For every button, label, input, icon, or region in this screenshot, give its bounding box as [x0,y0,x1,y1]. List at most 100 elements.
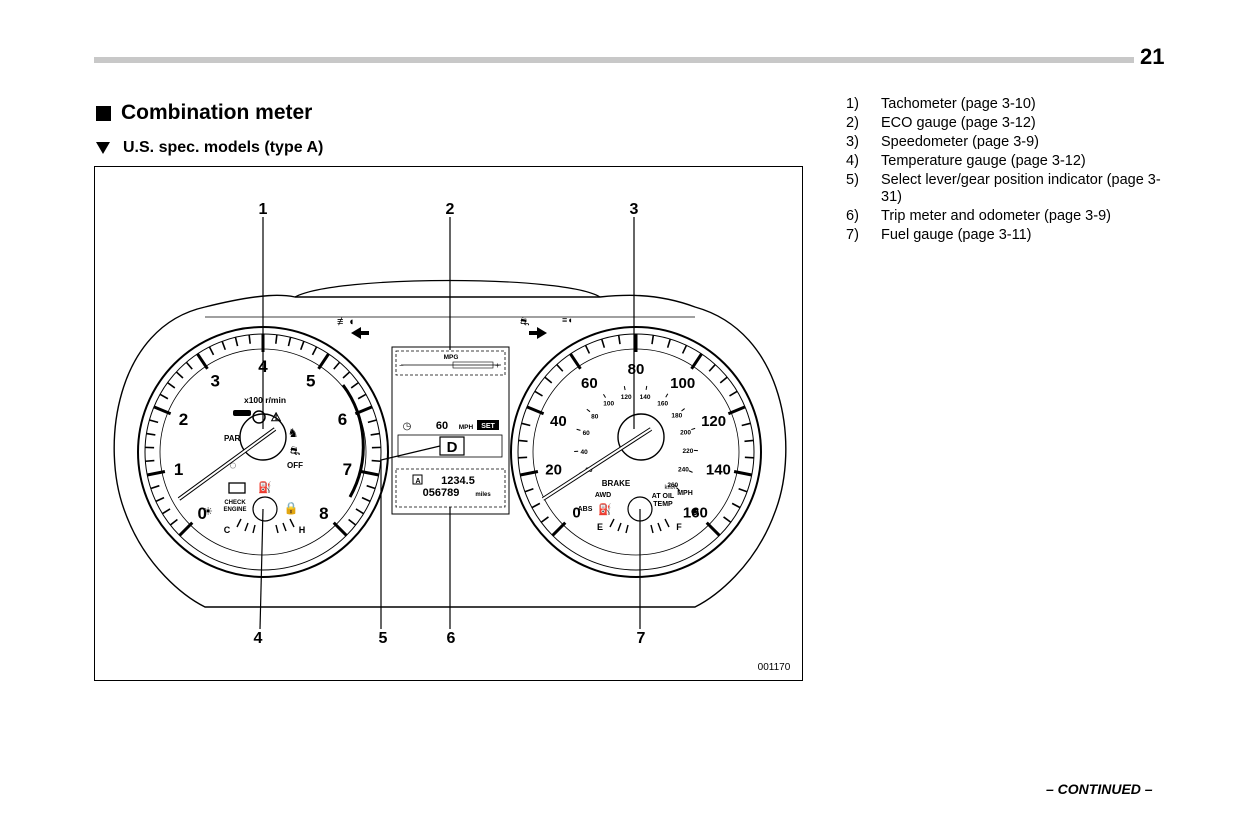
tachometer-number: 0 [197,504,206,523]
list-item-text: Tachometer (page 3-10) [881,96,1036,112]
triangle-bullet-icon [96,142,110,154]
tachometer-tick [178,521,194,537]
airbag-icon: ☻ [689,504,702,518]
list-item-number: 4) [846,153,859,169]
kmh-unit: km/h [664,485,677,491]
kmh-number: 220 [682,448,693,455]
tachometer-tick [221,341,227,351]
combination-meter-figure: 012345678 x100 r/min PARK CHECK ENGINE O… [94,166,803,681]
temperature-gauge-ticks [236,518,295,534]
top-indicators: ≢◖ ⛐ ≡◖ [337,315,573,339]
speedometer-tick [666,338,672,348]
tachometer-tick [208,346,215,356]
list-item-text: Select lever/gear position indicator (pa… [881,172,1161,205]
speedometer-number: 20 [545,461,562,478]
speedometer-tick [531,502,541,509]
fuel-gauge-ticks [609,518,670,534]
tachometer-tick [145,459,155,463]
gear-indicator: D [447,439,458,456]
fuel-pump-icon: ⛽ [598,503,612,516]
continued-footer: – CONTINUED – [1046,781,1153,797]
low-beam-icon: ≡◖ [562,315,573,325]
speedometer-tick [727,405,746,416]
speedometer-number: 120 [701,413,726,430]
turn-right-icon [529,327,547,339]
speedometer-number: 0 [572,504,580,521]
tpms-icon: ◌ [229,458,236,472]
section-title-text: Combination meter [121,101,313,124]
callout-4: 4 [254,630,263,647]
tachometer-number: 1 [174,460,183,479]
list-item-number: 7) [846,227,859,243]
speedometer-tick [708,364,716,372]
speedometer-tick [741,422,751,427]
speedometer-tick [651,335,655,345]
tachometer-tick [317,353,330,370]
cruise-unit: MPH [459,424,474,431]
traction-control-icon: ⛐ [290,444,300,458]
tachometer-tick [275,334,278,344]
cruise-icon: ◷ [403,421,412,432]
tachometer-tick [332,521,348,537]
list-item: 1)Tachometer (page 3-10) [846,96,1161,113]
speedometer-number: 40 [550,413,567,430]
tachometer-tick [155,496,165,503]
tachometer-tick [146,432,156,436]
tachometer-tick [234,337,239,347]
list-item-text: Trip meter and odometer (page 3-9) [881,208,1111,224]
seatbelt-car-icon [233,410,251,416]
list-item-number: 3) [846,134,859,150]
off-label: OFF [287,461,303,470]
security-icon: 🔒 [284,501,299,515]
speedometer-number: 60 [581,375,598,392]
kmh-tick [691,427,696,431]
tachometer-tick [146,470,166,477]
subsection-title-text: U.S. spec. models (type A) [123,139,324,156]
speedometer-tick [731,502,741,509]
speedometer-kmh-numbers: 20406080100120140160180200220240260 [574,385,698,492]
battery-icon [228,482,246,494]
fuel-full-label: F [676,522,682,532]
seat-occupant-icon: ♞ [288,426,299,440]
callout-2: 2 [446,201,455,218]
speedometer-tick [744,439,754,443]
awd-label: AWD [595,492,611,499]
list-item-number: 5) [846,172,859,188]
tachometer-tick [299,341,305,351]
tachometer-tick [370,432,380,436]
list-item-number: 6) [846,208,859,224]
oil-pressure-icon: ⛽ [258,481,272,494]
speedometer-tick [617,335,621,345]
speedometer-ticks [518,334,754,537]
odometer-unit: miles [475,492,491,498]
odometer: 056789 [423,487,460,499]
tachometer-number: 7 [343,460,352,479]
kmh-number: 80 [591,413,599,420]
kmh-number: 120 [621,394,632,401]
speedometer-tick [556,364,564,372]
kmh-tick [665,393,669,398]
temp-hot-label: H [299,525,306,535]
tachometer-warning-icons: ⚠ ♞ ⛐ ◌ ⛽ ☀ 🔒 [203,410,300,518]
list-item-text: Temperature gauge (page 3-12) [881,153,1086,169]
tachometer-unit: x100 r/min [244,395,286,405]
list-item-text: Fuel gauge (page 3-11) [881,227,1032,243]
svg-text:−: − [399,361,404,370]
tachometer-tick [159,393,169,400]
callout-numbers: 1 2 3 4 5 6 7 [254,201,646,647]
kmh-number: 60 [583,430,591,437]
speedometer-number: 160 [683,504,708,521]
speedometer-tick [526,405,545,416]
tachometer-tick [311,346,318,356]
speedometer-tick [519,470,539,477]
headlight-icon: ☀ [203,506,213,518]
tachometer-number: 2 [179,410,188,429]
callout-7: 7 [637,630,646,647]
cluster-housing [113,294,787,608]
speedometer-tick [690,353,703,370]
kmh-number: 180 [671,413,682,420]
park-label: PARK [224,434,246,443]
header-bar [94,57,1134,63]
tachometer-tick [150,484,160,490]
kmh-tick [681,408,685,412]
